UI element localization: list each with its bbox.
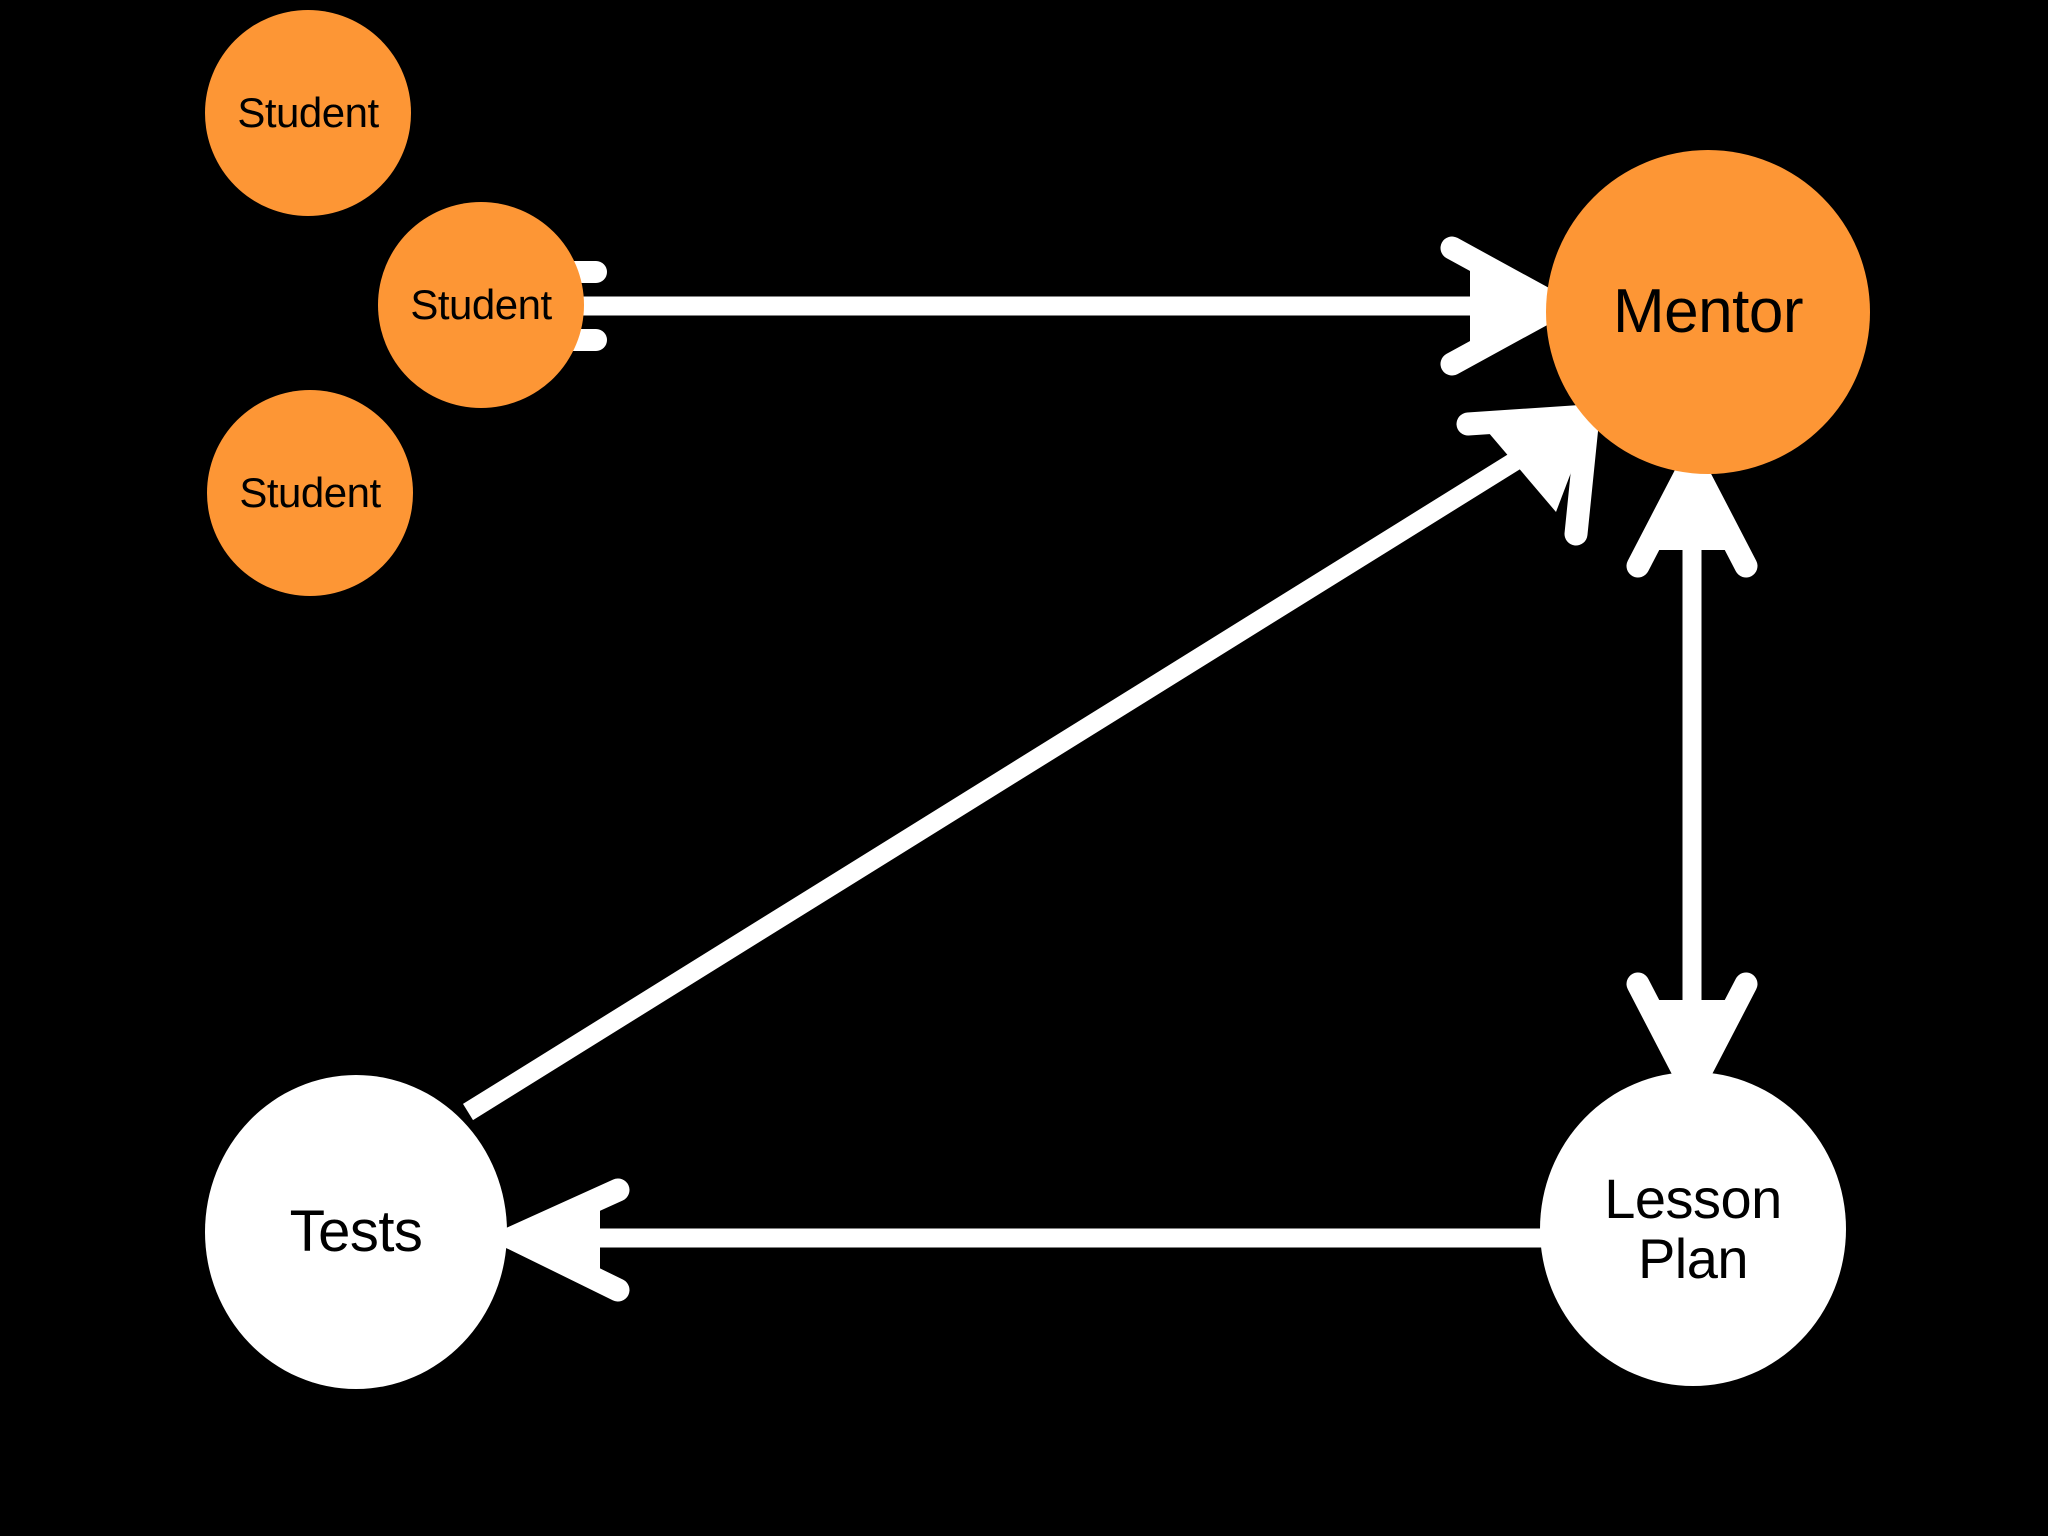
- edge-student-mentor: [549, 236, 1570, 376]
- node-label-student-2: Student: [410, 281, 552, 329]
- node-lesson-plan[interactable]: Lesson Plan: [1540, 1072, 1846, 1386]
- edge-mentor-lessonplan: [1626, 450, 1758, 1100]
- node-label-mentor: Mentor: [1613, 276, 1803, 346]
- node-label-student-1: Student: [237, 89, 379, 137]
- node-student-3[interactable]: Student: [207, 390, 413, 596]
- node-tests[interactable]: Tests: [205, 1075, 507, 1389]
- node-label-student-3: Student: [239, 469, 381, 517]
- edge-lessonplan-tests: [500, 1178, 1548, 1302]
- node-label-tests: Tests: [289, 1198, 423, 1264]
- node-label-lesson-plan: Lesson Plan: [1604, 1166, 1782, 1290]
- node-student-2[interactable]: Student: [378, 202, 584, 408]
- node-mentor[interactable]: Mentor: [1546, 150, 1870, 474]
- edge-tests-mentor: [462, 404, 1600, 1121]
- node-student-1[interactable]: Student: [205, 10, 411, 216]
